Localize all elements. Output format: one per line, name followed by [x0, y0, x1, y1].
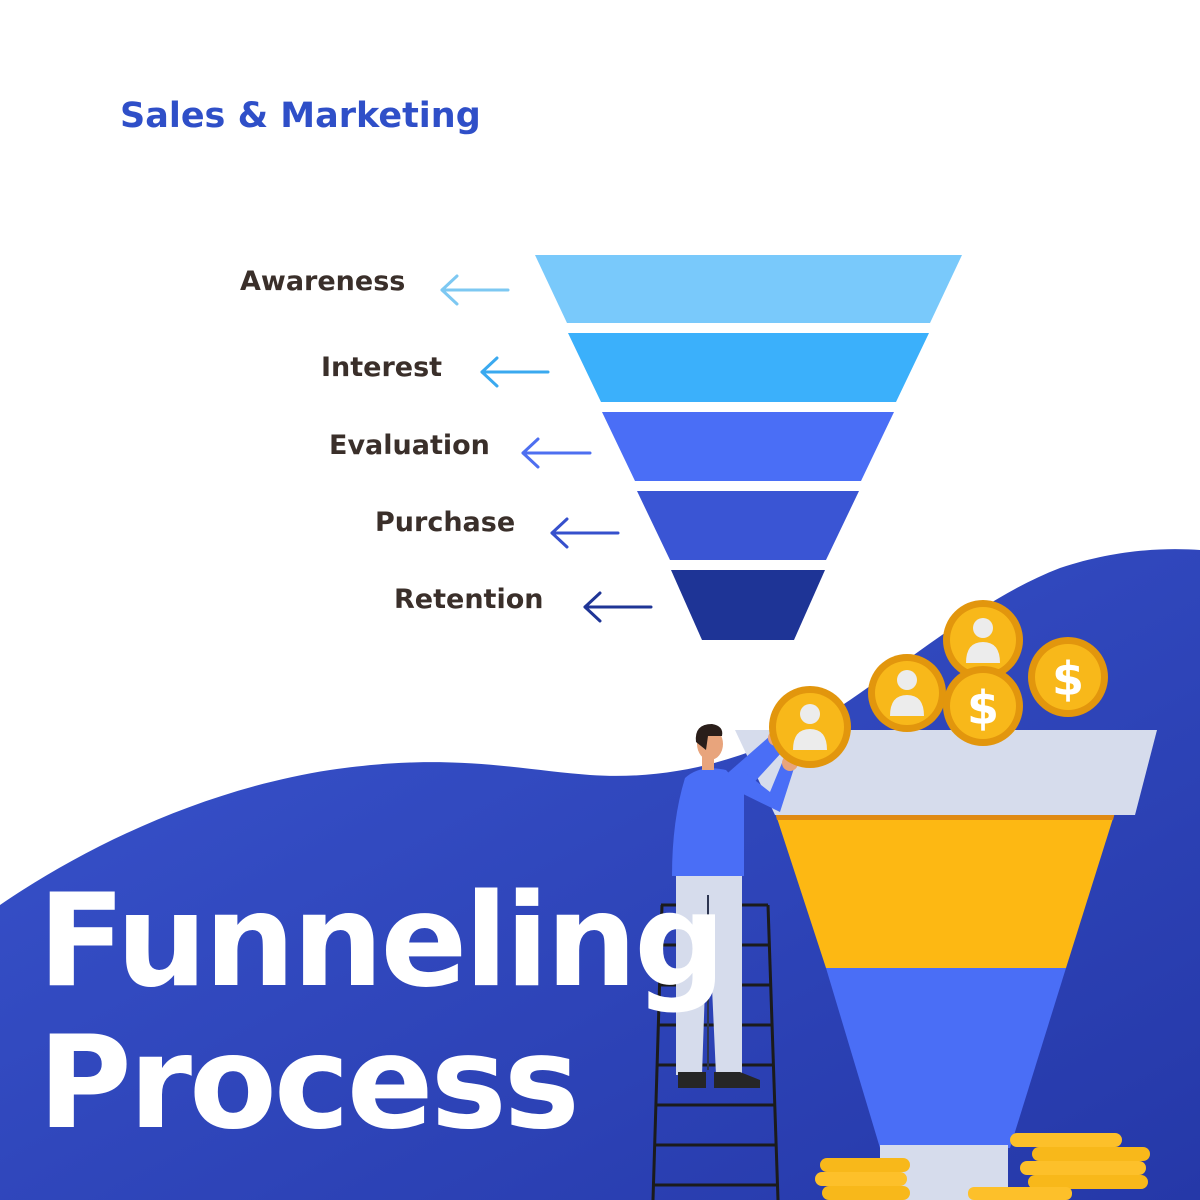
- funnel-stage-interest: [568, 333, 929, 402]
- arrow-left-icon: [440, 274, 510, 306]
- dollar-coin-icon: $: [943, 666, 1023, 746]
- person-coin-icon: [868, 654, 946, 732]
- funnel-stage-retention: [671, 570, 825, 640]
- headline-line-1: Funneling: [38, 867, 726, 1016]
- stage-label-evaluation: Evaluation: [329, 430, 490, 461]
- dollar-coin-icon: $: [1028, 637, 1108, 717]
- funnel-stage-purchase: [637, 491, 859, 560]
- person-shoe: [678, 1072, 706, 1088]
- person-hair: [695, 724, 723, 750]
- person-shoe: [714, 1072, 760, 1088]
- funnel-diagram: [535, 255, 962, 640]
- svg-text:$: $: [1052, 652, 1084, 706]
- funnel-blue-band: [826, 968, 1066, 1148]
- stage-label-interest: Interest: [321, 352, 443, 383]
- stage-label-awareness: Awareness: [240, 266, 406, 297]
- person-on-ladder-illustration: [672, 724, 798, 1088]
- svg-text:$: $: [967, 681, 999, 735]
- arrow-left-icon: [480, 356, 550, 388]
- person-torso: [672, 768, 744, 876]
- funnel-stage-evaluation: [602, 412, 894, 481]
- person-coin-icon: [769, 686, 851, 768]
- person-legs: [676, 872, 742, 1075]
- coin-stacks: [815, 1133, 1150, 1200]
- person-coin-icon: [943, 600, 1023, 680]
- eyebrow-label: Sales & Marketing: [120, 96, 481, 136]
- funnel-stage-awareness: [535, 255, 962, 323]
- funnel-yellow-band: [775, 812, 1115, 968]
- funnel-illustration: [735, 730, 1157, 1200]
- person-arm: [722, 736, 782, 800]
- arrow-left-icon: [521, 437, 592, 469]
- person-arm: [735, 758, 796, 812]
- headline-line-2: Process: [38, 1009, 580, 1158]
- stage-label-retention: Retention: [394, 584, 544, 615]
- arrow-left-icon: [550, 517, 620, 549]
- arrow-left-icon: [583, 591, 653, 623]
- stage-arrows: [440, 274, 653, 623]
- stage-label-purchase: Purchase: [375, 507, 516, 538]
